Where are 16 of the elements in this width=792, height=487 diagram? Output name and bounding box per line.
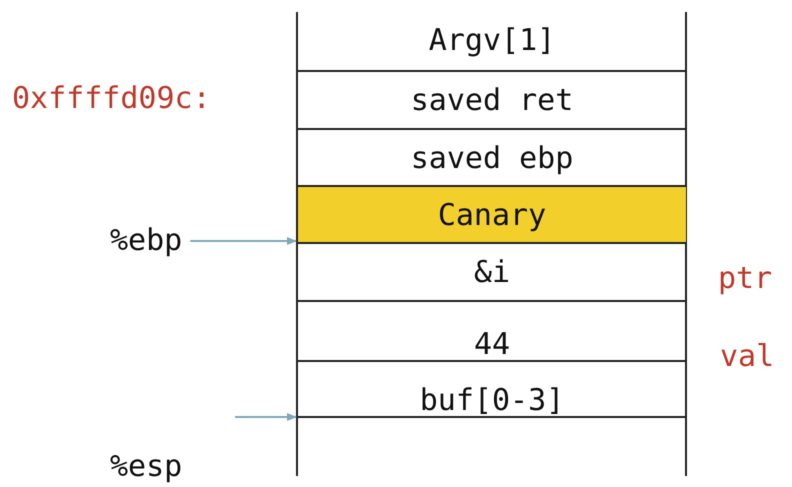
slot-label: saved ret (410, 84, 574, 118)
pointer-arrow (190, 237, 297, 245)
pointer-arrow (235, 413, 297, 421)
stack-slot (298, 360, 686, 418)
address-label: 0xffffd09c: (12, 82, 211, 116)
variable-label: val (720, 340, 774, 374)
slot-label: Canary (436, 199, 548, 233)
canary-slot (298, 185, 686, 242)
slot-label: saved ebp (410, 142, 574, 176)
register-label: %ebp (110, 224, 182, 258)
variable-label: ptr (718, 262, 772, 296)
slot-label: 44 (472, 328, 512, 362)
slot-label: &i (472, 256, 512, 290)
slot-label: buf[0-3] (418, 384, 566, 418)
slot-label: Argv[1] (428, 24, 556, 58)
register-label: %esp (110, 450, 182, 484)
